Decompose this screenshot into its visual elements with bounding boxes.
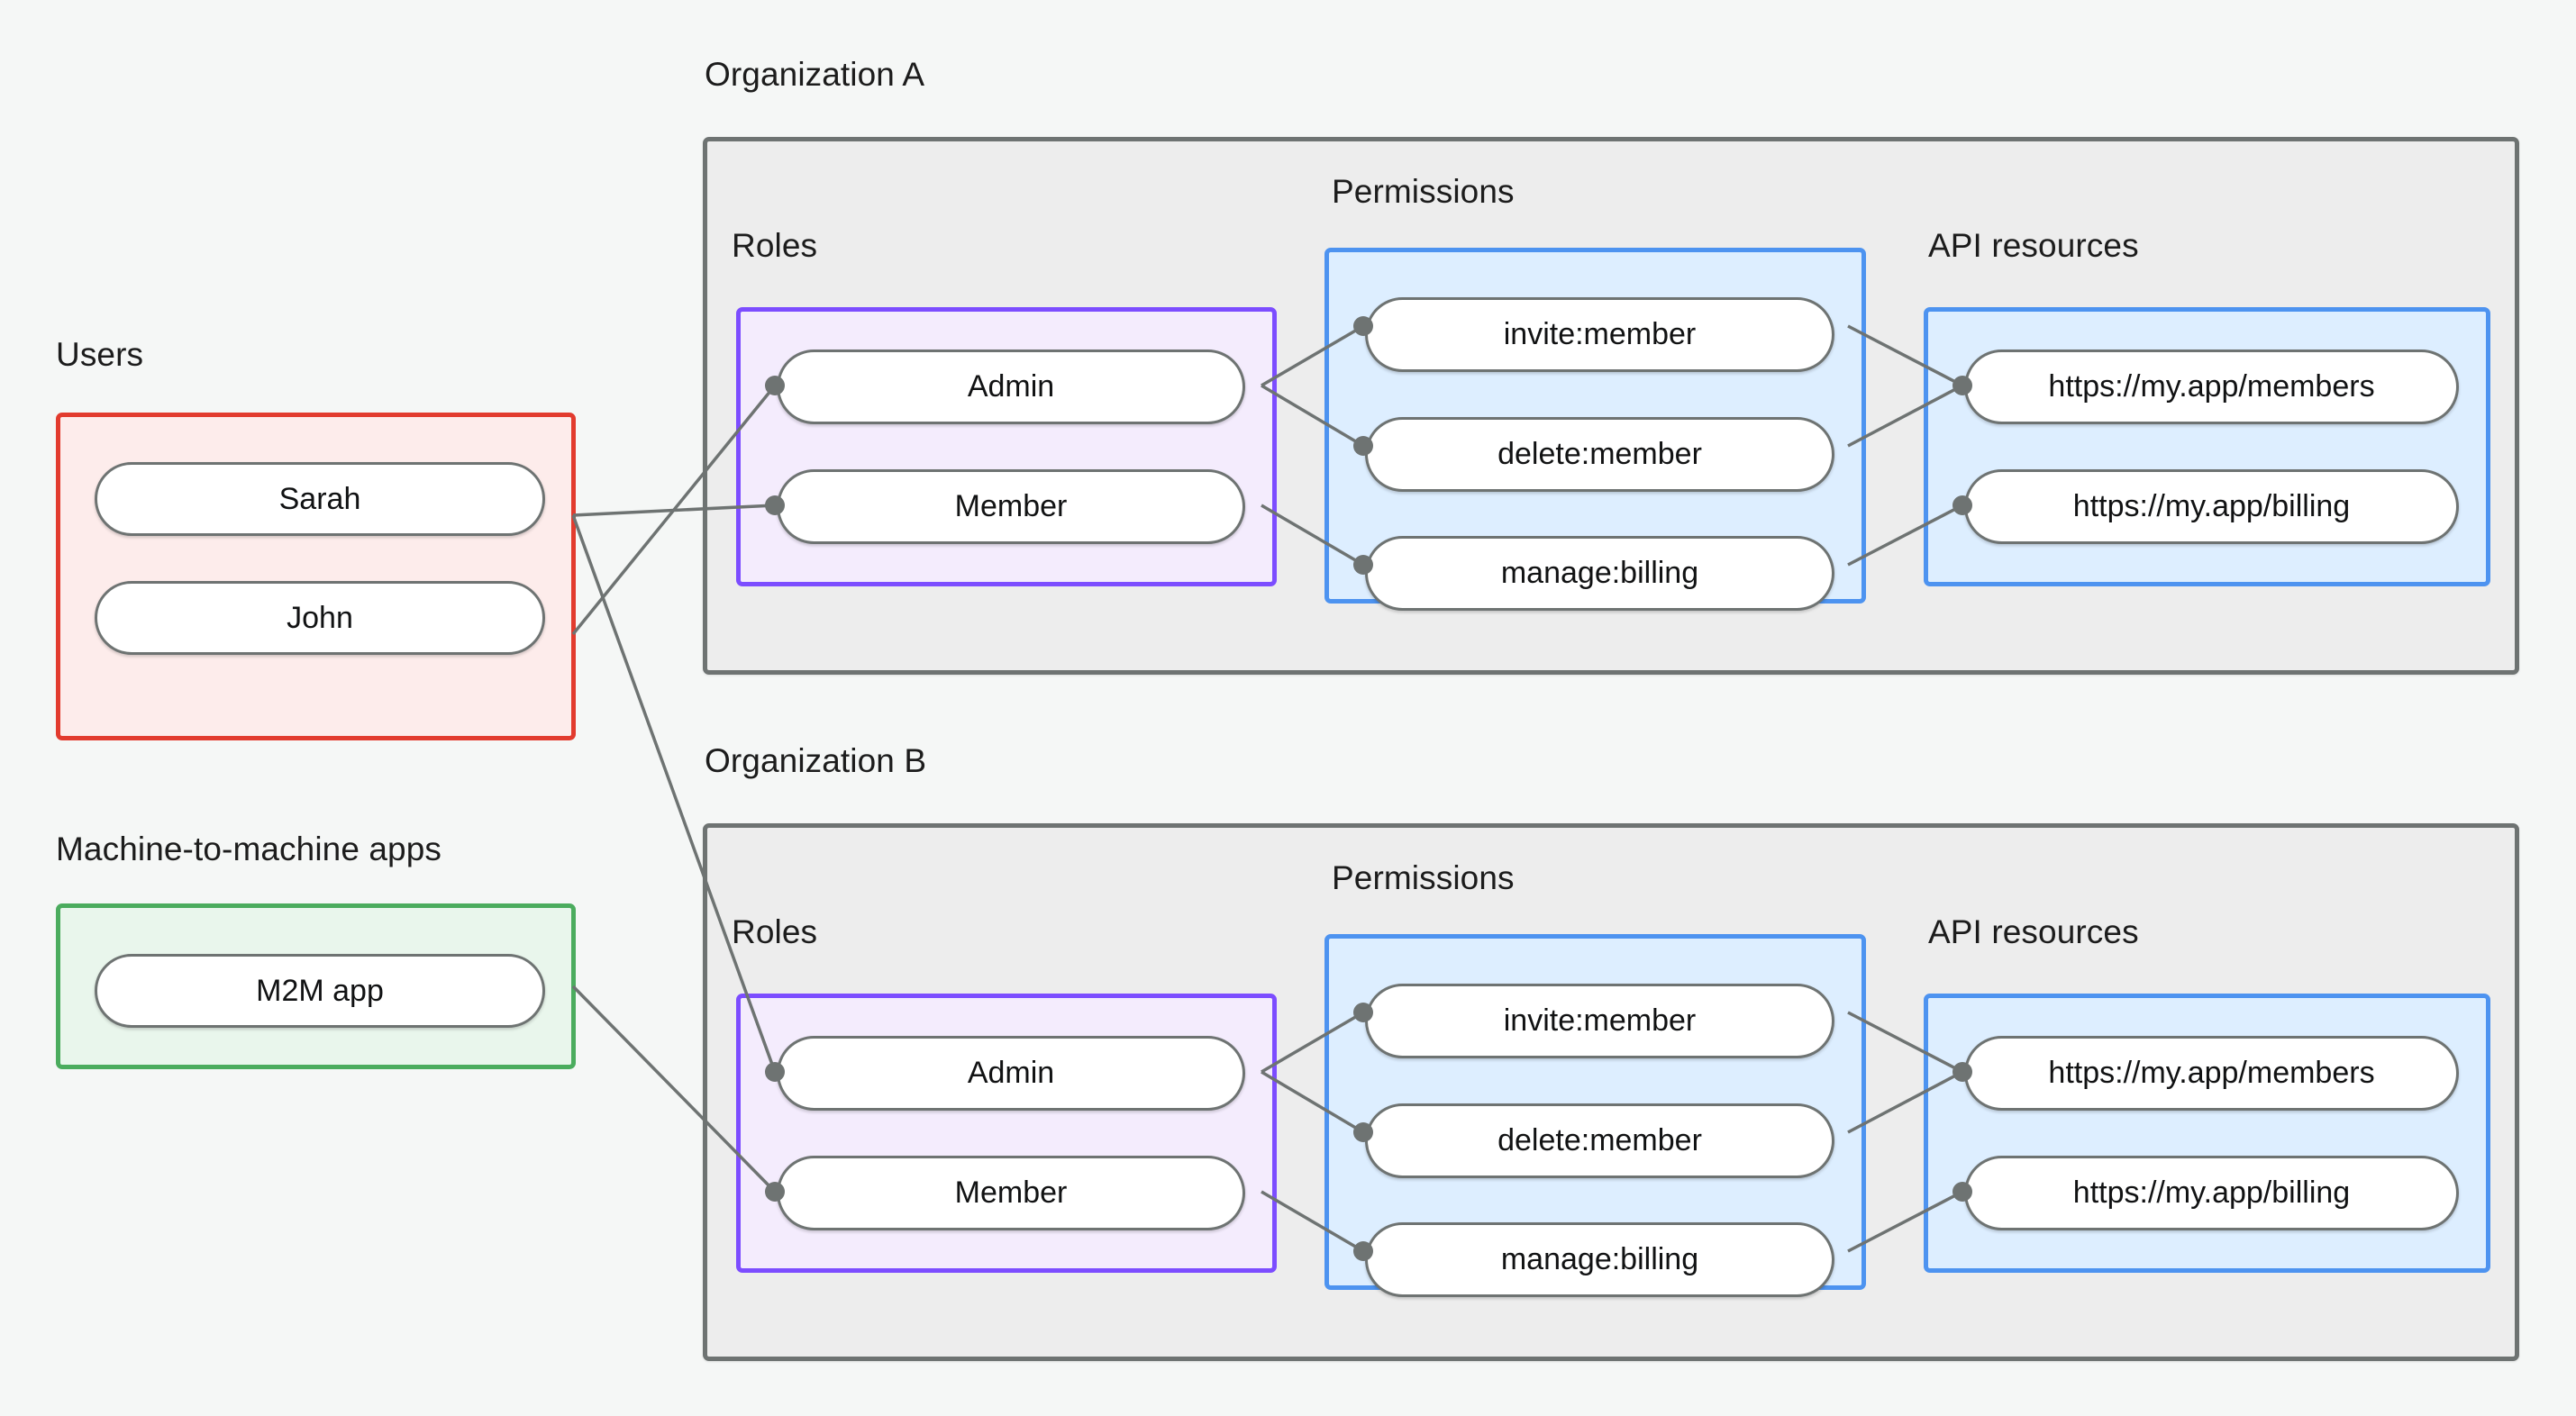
orgB-permission-invite-member[interactable]: invite:member bbox=[1365, 984, 1834, 1058]
caption-organization-a: Organization A bbox=[705, 56, 925, 93]
orgA-permissions-group: invite:member delete:member manage:billi… bbox=[1324, 248, 1866, 611]
orgA-permission-delete-member[interactable]: delete:member bbox=[1365, 417, 1834, 492]
caption-permissions-org-a: Permissions bbox=[1332, 173, 1515, 210]
m2m-apps-group: M2M app bbox=[56, 903, 576, 1069]
orgA-role-member[interactable]: Member bbox=[777, 469, 1245, 544]
orgA-api-resources-group: https://my.app/members https://my.app/bi… bbox=[1924, 307, 2490, 586]
caption-api-resources-org-a: API resources bbox=[1928, 227, 2139, 264]
orgA-permission-manage-billing[interactable]: manage:billing bbox=[1365, 536, 1834, 611]
organization-b-container: Admin Member invite:member delete:member… bbox=[703, 823, 2519, 1361]
caption-roles-org-b: Roles bbox=[732, 913, 818, 950]
orgB-permissions-group: invite:member delete:member manage:billi… bbox=[1324, 934, 1866, 1297]
orgB-permission-manage-billing[interactable]: manage:billing bbox=[1365, 1222, 1834, 1297]
caption-roles-org-a: Roles bbox=[732, 227, 818, 264]
orgB-api-resource-billing[interactable]: https://my.app/billing bbox=[1964, 1156, 2459, 1230]
orgB-api-resource-members[interactable]: https://my.app/members bbox=[1964, 1036, 2459, 1111]
user-node-sarah[interactable]: Sarah bbox=[95, 462, 545, 536]
orgB-role-admin[interactable]: Admin bbox=[777, 1036, 1245, 1111]
caption-api-resources-org-b: API resources bbox=[1928, 913, 2139, 950]
orgB-api-resources-group: https://my.app/members https://my.app/bi… bbox=[1924, 994, 2490, 1273]
orgB-role-member[interactable]: Member bbox=[777, 1156, 1245, 1230]
orgB-roles-group: Admin Member bbox=[736, 994, 1277, 1273]
orgA-permission-invite-member[interactable]: invite:member bbox=[1365, 297, 1834, 372]
users-group: Sarah John bbox=[56, 413, 576, 740]
caption-organization-b: Organization B bbox=[705, 742, 927, 779]
orgB-permission-delete-member[interactable]: delete:member bbox=[1365, 1103, 1834, 1178]
orgA-api-resource-billing[interactable]: https://my.app/billing bbox=[1964, 469, 2459, 544]
orgA-roles-group: Admin Member bbox=[736, 307, 1277, 586]
caption-permissions-org-b: Permissions bbox=[1332, 859, 1515, 896]
m2m-node-app[interactable]: M2M app bbox=[95, 954, 545, 1028]
orgA-role-admin[interactable]: Admin bbox=[777, 349, 1245, 424]
caption-users: Users bbox=[56, 336, 144, 373]
user-node-john[interactable]: John bbox=[95, 581, 545, 655]
caption-machine-to-machine-apps: Machine-to-machine apps bbox=[56, 831, 442, 867]
organization-a-container: Admin Member invite:member delete:member… bbox=[703, 137, 2519, 675]
orgA-api-resource-members[interactable]: https://my.app/members bbox=[1964, 349, 2459, 424]
